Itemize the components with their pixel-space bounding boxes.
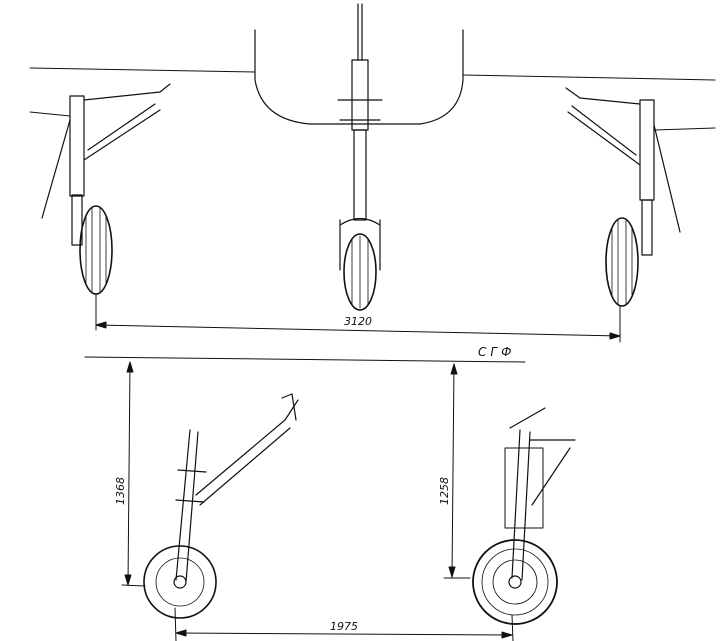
main-strut-height-label: 1258 [438, 477, 451, 505]
right-side-brace [567, 111, 641, 166]
nose-side-mount [281, 393, 297, 421]
nose-gear-front [337, 3, 383, 311]
nose-side-drag-strut [195, 399, 299, 496]
left-side-brace-2 [87, 103, 156, 151]
wheelbase-label: 1975 [330, 620, 358, 633]
nose-height-line [127, 361, 131, 586]
nose-trunnion [337, 99, 383, 121]
main-height-arrow-top [450, 363, 458, 375]
right-side-brace-2 [571, 105, 637, 156]
left-strut-lower [71, 194, 83, 246]
left-wheel [79, 205, 113, 295]
left-main-gear [41, 83, 171, 295]
main-side-wheel [472, 539, 558, 625]
wing-under-line-left [29, 111, 71, 117]
right-retract-rod [653, 124, 681, 233]
nose-side-drag-strut-2 [199, 427, 291, 506]
nose-height-extension [121, 584, 146, 587]
nose-side-wheel [143, 545, 217, 619]
main-side-hub [508, 575, 522, 589]
main-side-wheel-ring-1 [481, 548, 549, 616]
main-side-wheel-ring-2 [492, 559, 538, 605]
nose-height-dimension [121, 361, 146, 587]
main-side-top-bracket [509, 407, 546, 429]
nose-strut-top [357, 3, 363, 61]
nose-side-hub [173, 575, 187, 589]
nose-height-arrow-top [126, 361, 134, 373]
nose-side-strut [175, 429, 199, 583]
main-height-arrow-bottom [448, 566, 456, 578]
track-dimension [95, 293, 621, 343]
main-side-brace [529, 439, 576, 506]
track-arrow-right [609, 332, 621, 340]
track-width-label: 3120 [344, 315, 372, 328]
right-wheel-tread [611, 219, 633, 305]
right-strut-lower [641, 199, 653, 256]
track-arrow-left [95, 321, 107, 329]
nose-wheel-tread [351, 235, 369, 309]
wheelbase-arrow-right [501, 631, 513, 639]
reference-line [84, 356, 526, 363]
right-wheel [605, 217, 639, 307]
right-drag-brace [565, 87, 641, 105]
wing-lower-line [29, 67, 256, 73]
wheelbase-line [175, 632, 513, 636]
left-wheel-tread [85, 207, 107, 293]
left-drag-brace [83, 83, 171, 101]
right-main-gear [565, 87, 681, 307]
wheelbase-extension-right [511, 614, 514, 641]
left-strut-upper [69, 95, 85, 197]
nose-wheel [343, 233, 377, 311]
fuselage-belly [254, 29, 464, 125]
main-gear-side [472, 407, 576, 625]
nose-strut-height-label: 1368 [114, 477, 127, 505]
front-view [29, 3, 716, 343]
main-side-strut [511, 429, 531, 581]
nose-height-arrow-bottom [124, 574, 132, 586]
track-dimension-line [95, 324, 621, 337]
wing-under-line-right [654, 127, 716, 131]
wheelbase-extension-left [174, 607, 177, 641]
nose-fork [339, 217, 381, 271]
nose-gear-side [143, 393, 299, 619]
main-side-mount-plate [504, 447, 544, 529]
wing-lower-line-right [462, 74, 716, 81]
nose-side-collar [175, 469, 207, 503]
left-side-brace [83, 109, 161, 161]
right-strut-upper [639, 99, 655, 201]
main-height-dimension [443, 363, 471, 579]
nose-strut-lower [353, 129, 367, 221]
main-height-line [451, 363, 455, 578]
side-view [84, 356, 576, 641]
wheelbase-arrow-left [175, 629, 187, 637]
left-retract-rod [41, 119, 71, 219]
nose-side-wheel-rim [155, 557, 205, 607]
wheelbase-dimension [174, 607, 514, 641]
reference-line-label: СГФ [478, 345, 515, 359]
